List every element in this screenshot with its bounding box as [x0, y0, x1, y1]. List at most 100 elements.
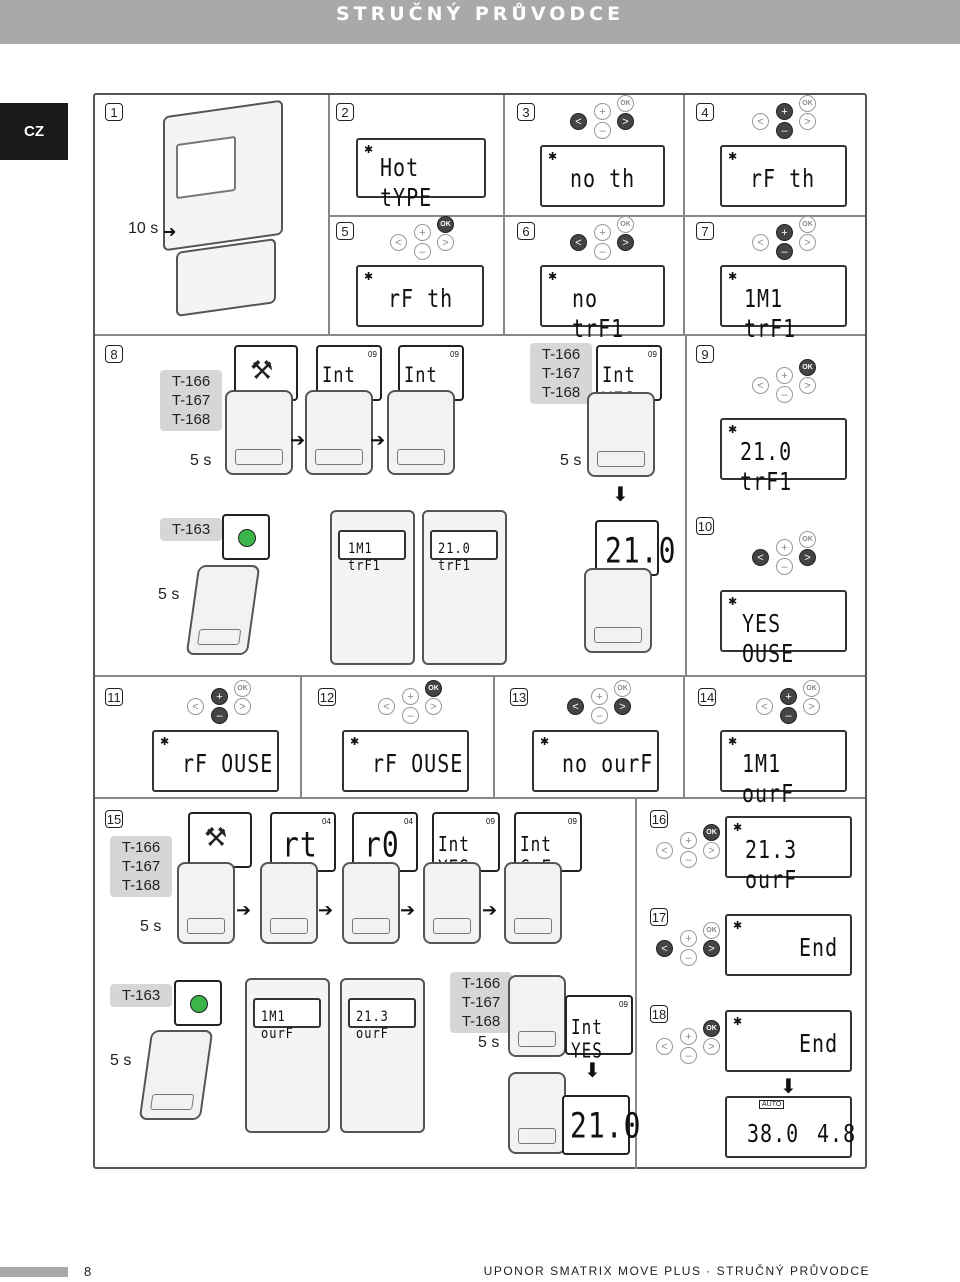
ok-button[interactable]: OK — [703, 1020, 720, 1037]
thermostat-model-label: T-163 — [110, 984, 172, 1007]
language-tab: CZ — [0, 103, 68, 160]
minus-button[interactable]: – — [211, 707, 228, 724]
nav-buttons: < + – > OK — [656, 922, 722, 970]
plus-button[interactable]: + — [211, 688, 228, 705]
controller-unit: 21.3 ourF — [340, 978, 425, 1133]
next-button[interactable]: > — [234, 698, 251, 715]
prev-button[interactable]: < — [756, 698, 773, 715]
next-button[interactable]: > — [617, 113, 634, 130]
next-button[interactable]: > — [799, 377, 816, 394]
bubble-led — [222, 514, 270, 560]
next-button[interactable]: > — [703, 1038, 720, 1055]
prev-button[interactable]: < — [752, 377, 769, 394]
ok-button[interactable]: OK — [703, 824, 720, 841]
model-label: T-168 — [541, 384, 581, 401]
display-text: 4.8 — [817, 1118, 857, 1148]
prev-button[interactable]: < — [378, 698, 395, 715]
model-label: T-167 — [171, 392, 211, 409]
ok-button[interactable]: OK — [703, 922, 720, 939]
next-button[interactable]: > — [614, 698, 631, 715]
next-button[interactable]: > — [617, 234, 634, 251]
next-button[interactable]: > — [703, 842, 720, 859]
ok-button[interactable]: OK — [803, 680, 820, 697]
prev-button[interactable]: < — [656, 1038, 673, 1055]
ok-button[interactable]: OK — [617, 216, 634, 233]
plus-button[interactable]: + — [776, 367, 793, 384]
minus-button[interactable]: – — [591, 707, 608, 724]
ok-button[interactable]: OK — [799, 216, 816, 233]
ok-button[interactable]: OK — [799, 531, 816, 548]
next-button[interactable]: > — [703, 940, 720, 957]
ok-button[interactable]: OK — [799, 95, 816, 112]
controller-unit: 1M1 trF1 — [330, 510, 415, 665]
next-button[interactable]: > — [799, 234, 816, 251]
plus-button[interactable]: + — [594, 103, 611, 120]
display-text: r0 — [364, 824, 400, 866]
plus-button[interactable]: + — [414, 224, 431, 241]
plus-button[interactable]: + — [680, 930, 697, 947]
ok-button[interactable]: OK — [437, 216, 454, 233]
next-button[interactable]: > — [799, 113, 816, 130]
prev-button[interactable]: < — [390, 234, 407, 251]
step-number: 11 — [105, 688, 123, 706]
next-button[interactable]: > — [425, 698, 442, 715]
minus-button[interactable]: – — [776, 243, 793, 260]
prev-button[interactable]: < — [656, 940, 673, 957]
minus-button[interactable]: – — [776, 122, 793, 139]
minus-button[interactable]: – — [414, 243, 431, 260]
prev-button[interactable]: < — [752, 113, 769, 130]
next-arrow-icon: ➔ — [290, 430, 306, 450]
prev-button[interactable]: < — [752, 234, 769, 251]
plus-button[interactable]: + — [591, 688, 608, 705]
snowflake-icon: ✱ — [548, 151, 558, 163]
prev-button[interactable]: < — [187, 698, 204, 715]
prev-button[interactable]: < — [567, 698, 584, 715]
plus-button[interactable]: + — [680, 832, 697, 849]
plus-button[interactable]: + — [680, 1028, 697, 1045]
prev-button[interactable]: < — [656, 842, 673, 859]
nav-buttons: < + – > OK — [656, 824, 722, 872]
thermostat-model-list: T-166 T-167 T-168 — [110, 836, 172, 897]
guide-frame — [93, 93, 867, 1169]
minus-button[interactable]: – — [680, 1047, 697, 1064]
footer-bar — [0, 1267, 68, 1277]
minus-button[interactable]: – — [680, 851, 697, 868]
plus-button[interactable]: + — [594, 224, 611, 241]
step-number: 2 — [336, 103, 354, 121]
plus-button[interactable]: + — [776, 224, 793, 241]
ok-button[interactable]: OK — [799, 359, 816, 376]
thermostat-device — [260, 862, 318, 944]
display-text: Int YES — [571, 1015, 603, 1063]
ok-button[interactable]: OK — [614, 680, 631, 697]
minus-button[interactable]: – — [776, 558, 793, 575]
next-button[interactable]: > — [803, 698, 820, 715]
hold-time-label: 10 s — [128, 220, 159, 237]
down-arrow-icon: ⬇ — [612, 484, 629, 506]
ok-button[interactable]: OK — [617, 95, 634, 112]
minus-button[interactable]: – — [776, 386, 793, 403]
model-label: T-166 — [461, 975, 501, 992]
ok-button[interactable]: OK — [425, 680, 442, 697]
snowflake-icon: ✱ — [728, 271, 738, 283]
snowflake-icon: ✱ — [548, 271, 558, 283]
ok-button[interactable]: OK — [234, 680, 251, 697]
prev-button[interactable]: < — [570, 234, 587, 251]
minus-button[interactable]: – — [594, 243, 611, 260]
prev-button[interactable]: < — [752, 549, 769, 566]
plus-button[interactable]: + — [776, 539, 793, 556]
row-divider — [328, 215, 865, 217]
next-button[interactable]: > — [437, 234, 454, 251]
next-button[interactable]: > — [799, 549, 816, 566]
thermostat-device — [587, 392, 655, 477]
minus-button[interactable]: – — [402, 707, 419, 724]
minus-button[interactable]: – — [680, 949, 697, 966]
prev-button[interactable]: < — [570, 113, 587, 130]
plus-button[interactable]: + — [776, 103, 793, 120]
display-step12: ✱ rF OUSE — [342, 730, 469, 792]
minus-button[interactable]: – — [594, 122, 611, 139]
step-number: 13 — [510, 688, 528, 706]
minus-button[interactable]: – — [780, 707, 797, 724]
plus-button[interactable]: + — [780, 688, 797, 705]
plus-button[interactable]: + — [402, 688, 419, 705]
display-text: YES OUSE — [742, 608, 795, 668]
